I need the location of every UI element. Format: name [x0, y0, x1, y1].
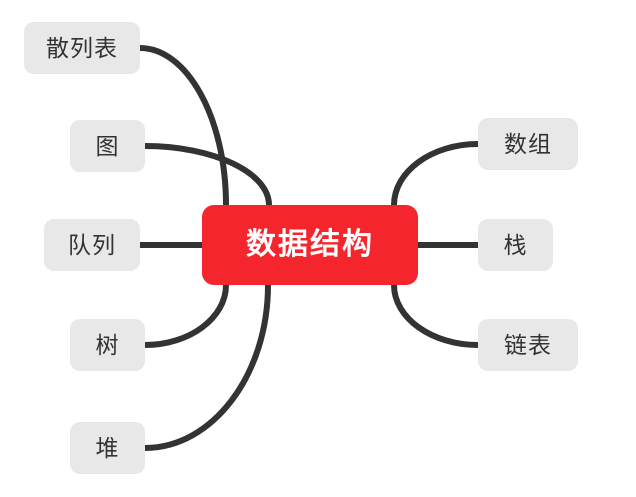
branch-node-queue[interactable]: 队列	[44, 219, 140, 271]
branch-node-heap[interactable]: 堆	[70, 422, 145, 474]
branch-node-label-stack: 栈	[503, 231, 528, 258]
connector-heap	[144, 284, 271, 451]
branch-node-label-heap: 堆	[95, 434, 120, 461]
connector-graph	[144, 143, 272, 206]
connector-array	[391, 141, 479, 206]
branch-node-graph[interactable]: 图	[70, 120, 145, 172]
root-node[interactable]: 数据结构	[202, 205, 418, 285]
branch-node-label-tree: 树	[95, 331, 120, 358]
branch-node-label-graph: 图	[95, 132, 120, 159]
branch-node-label-hash-table: 散列表	[46, 34, 118, 61]
branch-node-label-linked-list: 链表	[504, 331, 552, 358]
branch-node-stack[interactable]: 栈	[478, 219, 553, 271]
connector-tree	[144, 284, 229, 348]
branch-node-label-queue: 队列	[68, 231, 116, 258]
root-node-label: 数据结构	[246, 228, 374, 261]
branch-node-linked-list[interactable]: 链表	[478, 319, 578, 371]
branch-node-tree[interactable]: 树	[70, 319, 145, 371]
connector-hash-table	[139, 45, 229, 206]
branch-node-label-array: 数组	[504, 130, 552, 157]
connector-linked-list	[391, 284, 479, 348]
branch-node-array[interactable]: 数组	[478, 118, 578, 170]
branch-node-hash-table[interactable]: 散列表	[24, 22, 140, 74]
